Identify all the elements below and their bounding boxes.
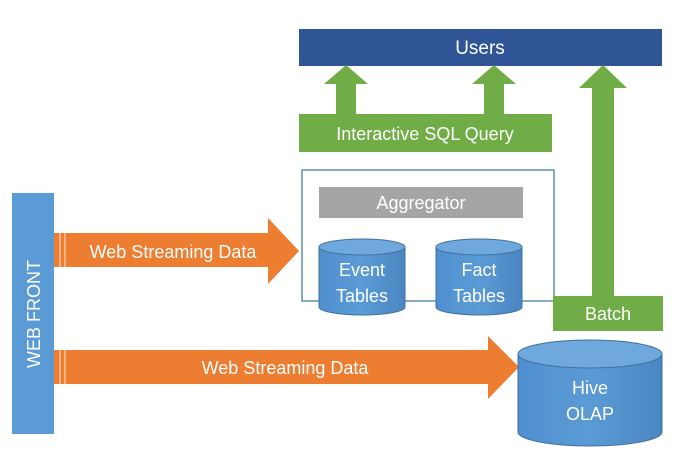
aggregator-label: Aggregator [376, 193, 465, 213]
interactive-sql-label: Interactive SQL Query [336, 124, 513, 144]
hive-olap-cylinder: Hive OLAP [517, 339, 663, 447]
sql-to-users-arrow-left [324, 65, 368, 115]
web-streaming-arrow-bottom: Web Streaming Data [54, 336, 519, 399]
hive-line1: Hive [572, 378, 608, 398]
sql-to-users-arrow-right [472, 65, 516, 115]
stream-bottom-label: Web Streaming Data [202, 358, 370, 378]
batch-to-users-arrow [579, 65, 627, 296]
users-label: Users [455, 38, 505, 59]
stream-top-label: Web Streaming Data [90, 242, 258, 262]
event-tables-cylinder: Event Tables [318, 238, 406, 316]
web-front-label: WEB FRONT [24, 260, 44, 368]
batch-box: Batch [553, 296, 663, 331]
event-tables-line1: Event [339, 260, 385, 280]
fact-tables-cylinder: Fact Tables [435, 238, 523, 316]
web-front-box: WEB FRONT [12, 193, 54, 434]
aggregator-box: Aggregator [319, 187, 523, 218]
users-box: Users [299, 29, 662, 66]
batch-label: Batch [585, 304, 631, 324]
web-streaming-arrow-top: Web Streaming Data [54, 218, 299, 284]
interactive-sql-box: Interactive SQL Query [299, 114, 552, 152]
hive-line2: OLAP [566, 404, 614, 424]
event-tables-line2: Tables [336, 286, 388, 306]
fact-tables-line1: Fact [461, 260, 496, 280]
fact-tables-line2: Tables [453, 286, 505, 306]
